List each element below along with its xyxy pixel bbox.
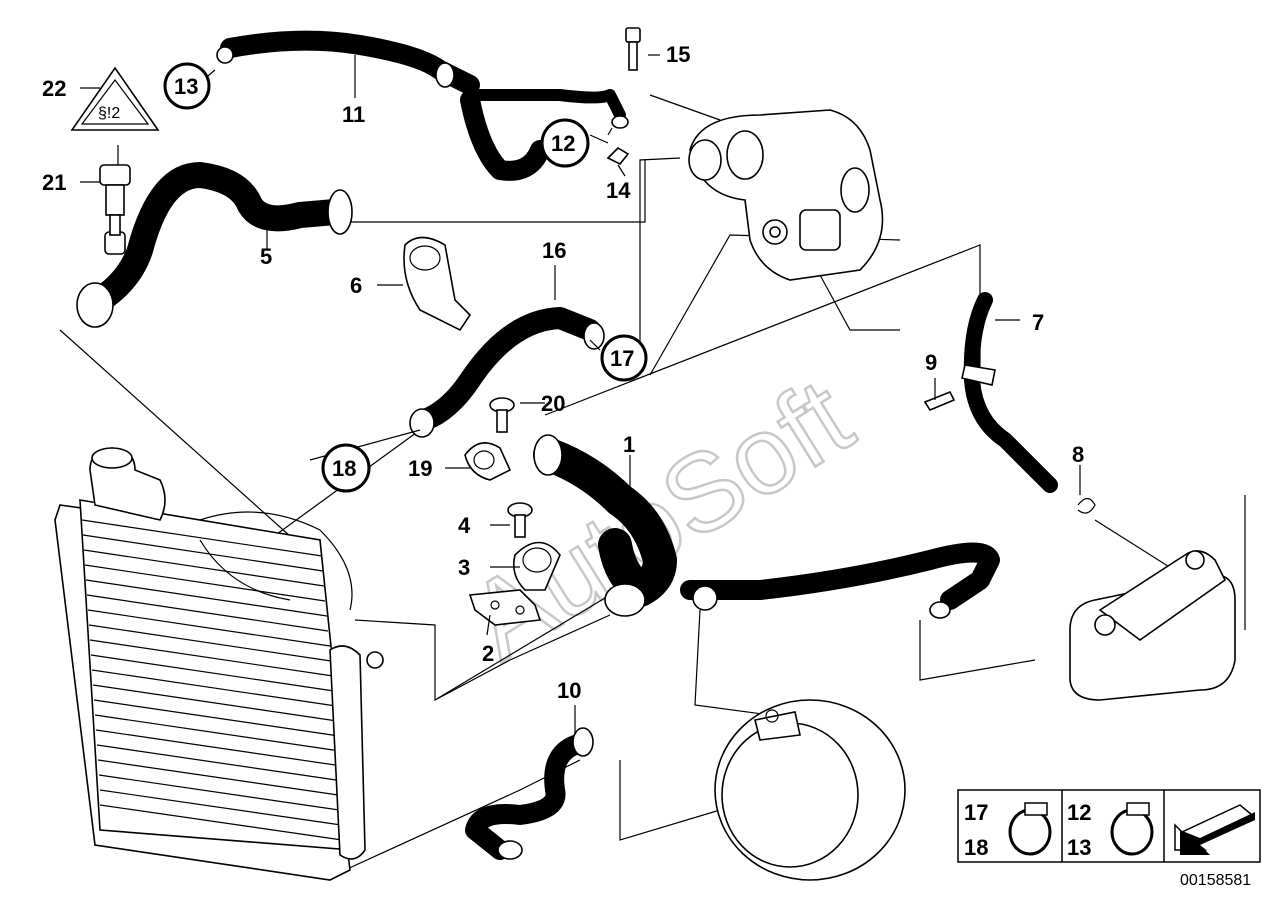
callout-7: 7: [1032, 310, 1044, 335]
heat-exchanger: [1069, 550, 1236, 701]
callout-circle-12: [540, 118, 590, 168]
arrow-icon: [1174, 804, 1255, 855]
callout-12: 12: [551, 131, 575, 156]
bolt-part-9: [923, 390, 956, 411]
sensor-part-21: [99, 145, 131, 236]
bolt-part-15: [625, 27, 641, 71]
callout-11: 11: [342, 102, 365, 127]
leader-lines: [80, 54, 1081, 735]
assembly-lines: [59, 94, 1246, 871]
bolt-part-4: [507, 502, 533, 538]
legend-12: 12: [1067, 800, 1091, 825]
bracket-part-2: [468, 589, 542, 626]
callout-18: 18: [332, 456, 356, 481]
washer-part-14: [606, 146, 630, 166]
callout-2: 2: [482, 641, 494, 666]
warning-label-part-22: §!2: [70, 66, 160, 131]
circled-callouts: [163, 62, 648, 493]
callout-circle-18: [321, 443, 371, 493]
callout-15: 15: [666, 42, 690, 67]
hose-part-1: [533, 434, 1000, 619]
callout-labels: 22 21 13 11 12 15 14 5 6 16 17 18 20 19 …: [42, 42, 1084, 703]
hose-part-7: [961, 292, 1058, 493]
callout-14: 14: [606, 178, 631, 203]
hose-part-16: [409, 307, 605, 438]
hose-part-5: [76, 162, 353, 328]
callout-13: 13: [174, 74, 198, 99]
callout-10: 10: [557, 678, 581, 703]
hose-part-10: [465, 727, 594, 860]
callout-9: 9: [925, 350, 937, 375]
svg-text:§!2: §!2: [98, 105, 120, 122]
clip-part-8: [1077, 497, 1096, 514]
reference-number: 00158581: [1180, 872, 1251, 889]
clip-part-19: [464, 442, 512, 481]
callout-19: 19: [408, 456, 432, 481]
callout-1: 1: [623, 432, 635, 457]
clamp-part-6: [403, 236, 472, 332]
callout-circle-13: [163, 62, 211, 110]
callout-circle-17: [600, 334, 648, 382]
legend-box: 17 18 12 13: [957, 789, 1261, 863]
legend-13: 13: [1067, 835, 1091, 860]
hose-part-11: [216, 30, 629, 181]
thermostat-housing: [688, 109, 884, 281]
hose-clamp-icon: [1008, 802, 1052, 856]
callout-17: 17: [610, 346, 634, 371]
bracket-part-3: [512, 541, 561, 591]
callout-20: 20: [541, 391, 565, 416]
legend-18: 18: [964, 835, 988, 860]
legend-17: 17: [964, 800, 988, 825]
water-pump-ring: [714, 699, 906, 881]
radiator: [54, 447, 384, 881]
callout-21: 21: [42, 170, 66, 195]
callout-8: 8: [1072, 442, 1084, 467]
callout-16: 16: [542, 238, 566, 263]
bolt-part-20: [489, 397, 515, 433]
hose-clamp-icon: [1110, 802, 1154, 856]
callout-5: 5: [260, 244, 272, 269]
callout-3: 3: [458, 555, 470, 580]
callout-22: 22: [42, 76, 66, 101]
callout-6: 6: [350, 273, 362, 298]
callout-4: 4: [458, 513, 471, 538]
